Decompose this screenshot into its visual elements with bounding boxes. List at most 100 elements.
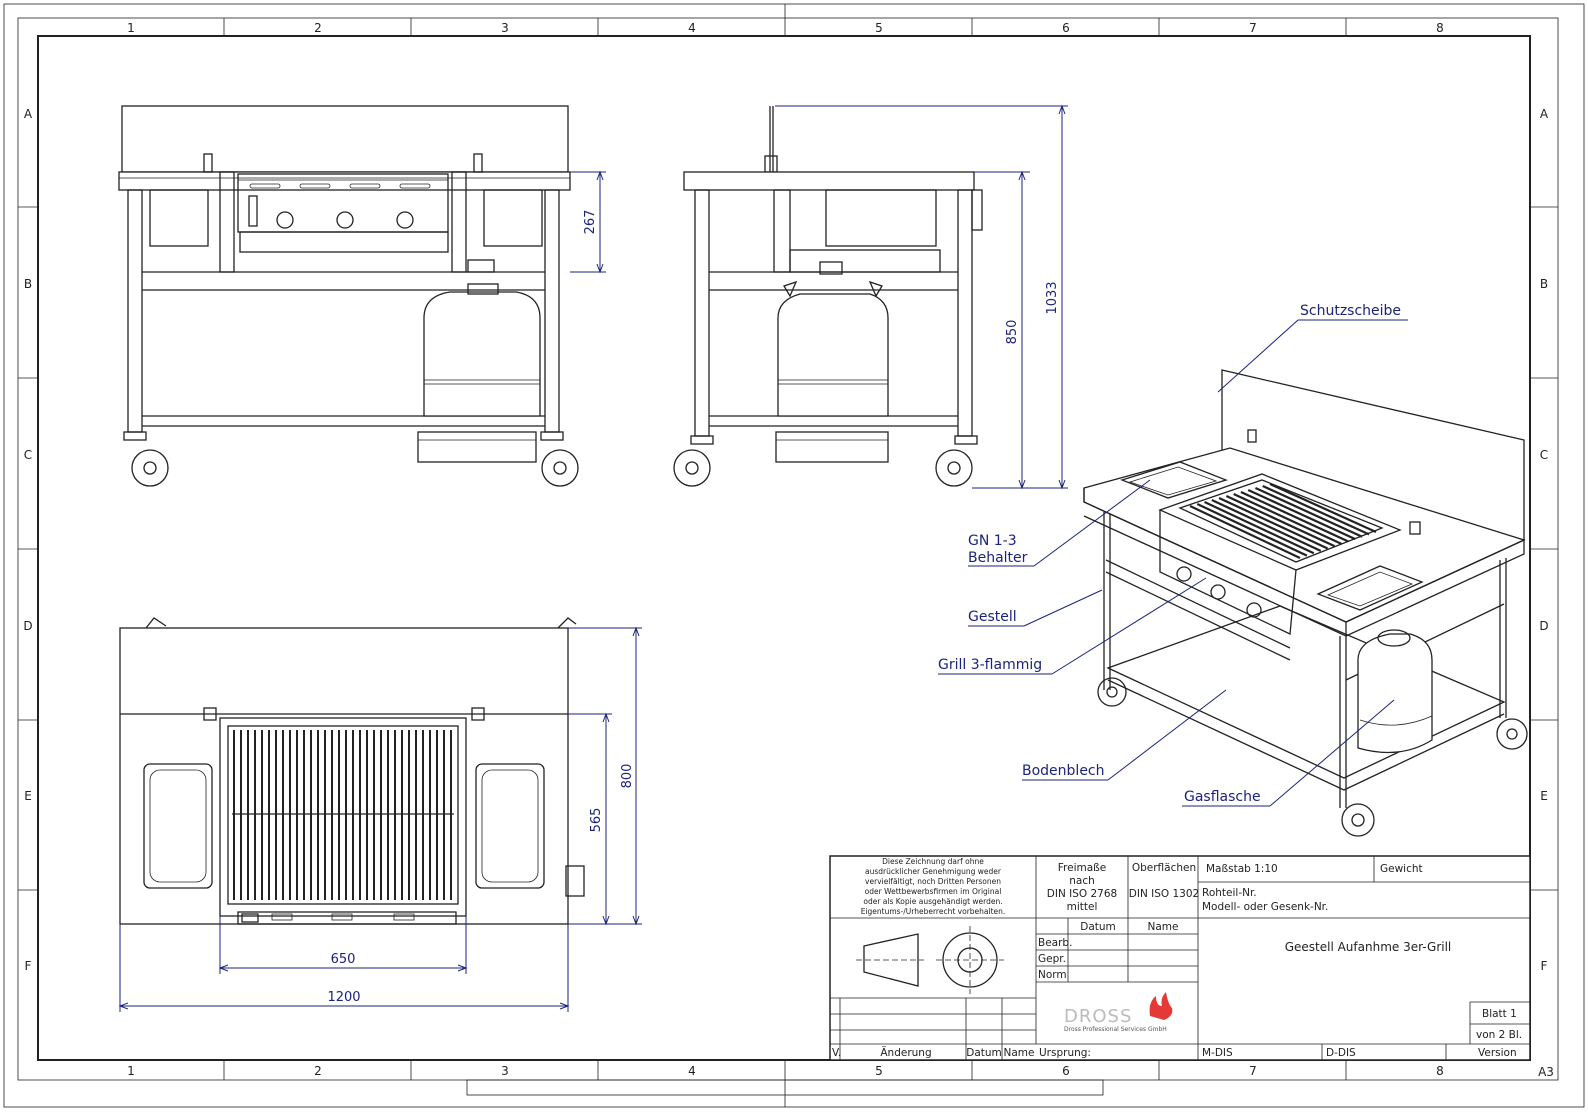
zone-row-b-left: B <box>24 277 32 291</box>
name-footer: Name <box>1004 1047 1035 1059</box>
zone-col-4-bottom: 4 <box>688 1064 696 1078</box>
dim-800-label: 800 <box>620 764 635 789</box>
zone-col-8-bottom: 8 <box>1436 1064 1444 1078</box>
zone-row-b-right: B <box>1540 277 1548 291</box>
massstab: Maßstab 1:10 <box>1206 863 1278 875</box>
oberflaechen-label: Oberflächen <box>1132 862 1196 874</box>
zone-col-5-bottom: 5 <box>875 1064 883 1078</box>
v-label: V. <box>832 1047 841 1059</box>
projection-symbol <box>856 926 1004 994</box>
label-bodenblech: Bodenblech <box>1022 763 1105 779</box>
grill-grate <box>233 730 452 900</box>
dim-1033-label: 1033 <box>1045 281 1060 314</box>
notice-line-5: oder als Kopie ausgehändigt werden. <box>863 897 1002 906</box>
von-label: von 2 Bl. <box>1476 1029 1522 1041</box>
title-block: Diese Zeichnung darf ohne ausdrücklicher… <box>829 855 1531 1061</box>
dim-850-label: 850 <box>1005 320 1020 345</box>
zone-row-d-right: D <box>1539 619 1548 633</box>
zone-col-3-top: 3 <box>501 21 509 35</box>
version-label: Version <box>1478 1047 1517 1059</box>
label-gn-line2: Behalter <box>968 550 1028 566</box>
iso-grate-bar <box>1204 501 1315 555</box>
ddis-label: D-DIS <box>1326 1047 1356 1059</box>
zone-row-f-left: F <box>25 959 32 973</box>
dim-650-label: 650 <box>331 952 356 967</box>
zone-col-5-top: 5 <box>875 21 883 35</box>
gewicht: Gewicht <box>1380 863 1423 875</box>
oberflaechen-norm: DIN ISO 1302 <box>1129 888 1199 900</box>
zone-col-6-top: 6 <box>1062 21 1070 35</box>
freimasse-line-4: mittel <box>1067 901 1098 913</box>
logo-text: DROSS <box>1064 1006 1132 1027</box>
dim-267-label: 267 <box>583 210 598 235</box>
zone-col-3-bottom: 3 <box>501 1064 509 1078</box>
zone-row-c-left: C <box>24 448 32 462</box>
aenderung-label: Änderung <box>880 1046 931 1059</box>
company-logo: DROSS Dross Professional Services GmbH <box>1064 992 1173 1033</box>
label-schutzscheibe: Schutzscheibe <box>1300 303 1401 319</box>
callouts: Schutzscheibe GN 1-3 Behalter Gestell Gr… <box>938 303 1408 807</box>
zone-col-4-top: 4 <box>688 21 696 35</box>
freimasse-line-3: DIN ISO 2768 <box>1047 888 1117 900</box>
zone-col-7-bottom: 7 <box>1249 1064 1257 1078</box>
zone-col-1-bottom: 1 <box>127 1064 135 1078</box>
iso-grate-bar <box>1262 484 1370 536</box>
dim-565-label: 565 <box>589 808 604 833</box>
ursprung-label: Ursprung: <box>1039 1047 1091 1059</box>
zone-row-a-left: A <box>24 107 33 121</box>
gepr-label: Gepr. <box>1038 953 1066 965</box>
sheet-frame: 1 2 3 4 5 6 7 8 1 2 3 4 5 6 7 8 A B C D … <box>3 3 1585 1108</box>
zone-row-f-right: F <box>1541 959 1548 973</box>
label-gn-line1: GN 1-3 <box>968 533 1017 549</box>
zone-col-6-bottom: 6 <box>1062 1064 1070 1078</box>
freimasse-line-2: nach <box>1069 875 1095 887</box>
iso-grate-bar <box>1218 497 1329 550</box>
zone-col-7-top: 7 <box>1249 21 1257 35</box>
iso-grate-bar <box>1269 482 1377 534</box>
top-view <box>119 617 585 925</box>
freimasse-line-1: Freimaße <box>1058 862 1106 874</box>
zone-row-d-left: D <box>23 619 32 633</box>
zone-col-8-top: 8 <box>1436 21 1444 35</box>
notice-line-1: Diese Zeichnung darf ohne <box>882 857 984 866</box>
label-grill: Grill 3-flammig <box>938 657 1042 673</box>
iso-grate-bar <box>1233 493 1342 545</box>
notice-line-3: vervielfältigt, noch Dritten Personen <box>865 877 1001 886</box>
zone-col-2-bottom: 2 <box>314 1064 322 1078</box>
zone-col-1-top: 1 <box>127 21 135 35</box>
norm-label: Norm <box>1038 969 1067 981</box>
iso-grate-bar <box>1225 495 1336 548</box>
side-dimensions: 850 1033 <box>775 104 1068 490</box>
zone-row-a-right: A <box>1540 107 1549 121</box>
blatt-label: Blatt 1 <box>1482 1008 1517 1020</box>
sheet-format: A3 <box>1538 1065 1554 1079</box>
label-gestell: Gestell <box>968 609 1017 625</box>
drawing-title: Geestell Aufanhme 3er-Grill <box>1285 940 1452 954</box>
notice-line-6: Eigentums-/Urheberrecht vorbehalten. <box>861 907 1006 916</box>
iso-grate-bar <box>1240 491 1349 543</box>
notice-line-4: oder Wettbewerbsfirmen im Original <box>865 887 1002 896</box>
zone-row-e-right: E <box>1540 789 1548 803</box>
dim-1200-label: 1200 <box>327 990 360 1005</box>
iso-grate-bar <box>1247 489 1356 541</box>
label-gasflasche: Gasflasche <box>1184 789 1261 805</box>
notice-line-2: ausdrücklicher Genehmigung weder <box>865 867 1002 876</box>
logo-subtitle: Dross Professional Services GmbH <box>1064 1026 1167 1033</box>
zone-col-2-top: 2 <box>314 21 322 35</box>
front-view <box>118 105 579 487</box>
side-view <box>673 106 983 487</box>
datum-footer: Datum <box>966 1047 1002 1059</box>
mdis-label: M-DIS <box>1202 1047 1233 1059</box>
front-dimension-267: 267 <box>570 170 606 274</box>
zone-row-e-left: E <box>24 789 32 803</box>
zone-row-c-right: C <box>1540 448 1548 462</box>
top-dimensions: 800 565 650 1200 <box>118 626 642 1012</box>
bearb-label: Bearb. <box>1038 937 1072 949</box>
iso-grate-bar <box>1254 486 1363 538</box>
name-header: Name <box>1148 921 1179 933</box>
datum-header: Datum <box>1080 921 1116 933</box>
iso-grill-grate <box>1189 482 1377 559</box>
iso-grate-bar <box>1189 505 1301 559</box>
